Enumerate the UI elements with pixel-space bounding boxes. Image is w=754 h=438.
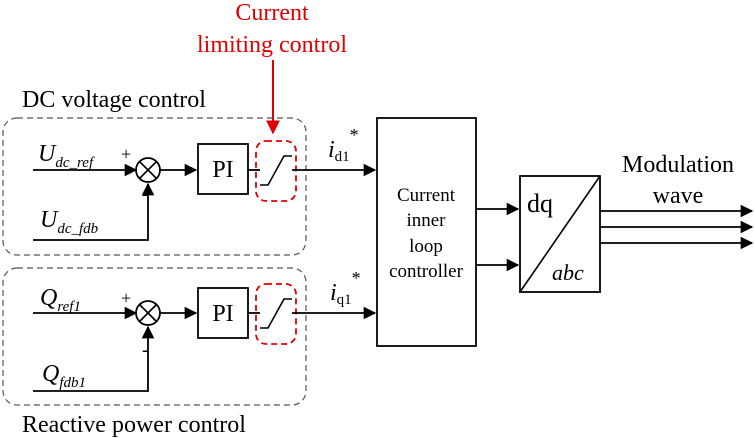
dc-fdb-line [33,182,155,241]
output-label-line2: wave [653,183,704,209]
q-summing-junction [135,300,161,326]
transform-diagonal [519,175,601,293]
dc-limiter-icon [260,155,292,186]
current-limit-title-line2: limiting control [197,32,347,58]
dc-output-label: id1* [328,125,359,165]
transform-bottom-label: abc [552,260,584,285]
inner-loop-line3: loop [409,236,443,257]
inner-loop-line1: Current [397,185,456,206]
q-ref-label: Qref1 [40,285,81,315]
q-plus-sign: + [121,288,131,308]
transform-top-label: dq [527,189,553,218]
q-group-box [2,267,307,406]
q-group-label: Reactive power control [22,412,246,438]
inner-loop-controller-block [376,117,477,347]
q-pi-block [197,287,249,339]
dc-limiter-highlight [255,140,297,202]
q-fdb-label: Qfdb1 [42,361,86,391]
q-pi-label: PI [212,301,233,327]
dc-plus-sign: + [121,144,131,164]
inner-loop-line4: controller [389,261,464,282]
q-limiter-icon [260,298,292,329]
dc-ref-label: Udc_ref [38,141,95,171]
dc-pi-label: PI [212,157,233,183]
q-output-label: iq1* [330,268,361,308]
q-minus-sign: - [142,339,149,361]
q-fdb-line [33,325,155,392]
dc-group-box [2,117,307,256]
dc-summing-junction [135,157,161,183]
dc-fdb-label: Udc_fdb [40,207,99,237]
dc-group-label: DC voltage control [22,87,206,113]
dc-pi-block [197,143,249,195]
current-limit-title-line1: Current [235,0,309,26]
inner-loop-line2: inner [406,210,446,231]
q-limiter-highlight [255,283,297,345]
output-label-line1: Modulation [622,152,734,178]
